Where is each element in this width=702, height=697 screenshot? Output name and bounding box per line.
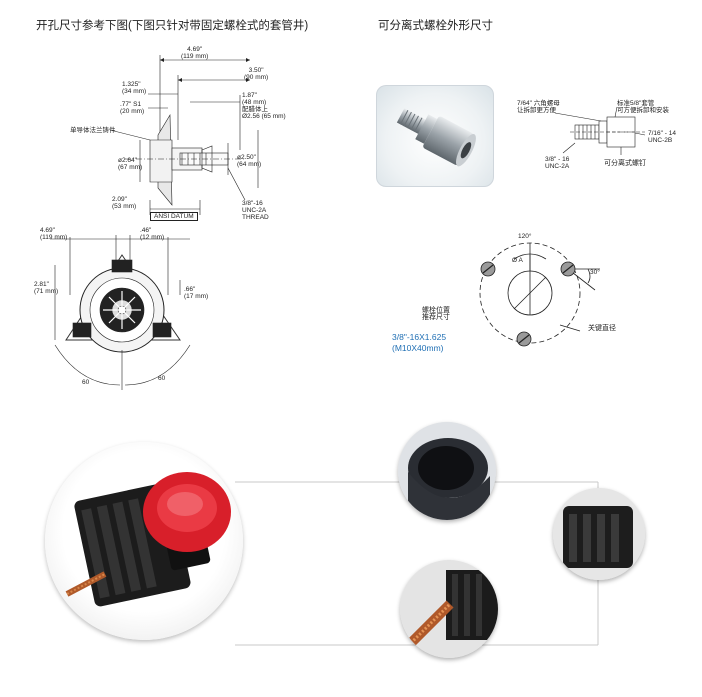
bolt-photo-card — [376, 85, 494, 187]
dim-2-09: 2.09"(53 mm) — [112, 196, 137, 210]
dim-2-64: ø2.64"(67 mm) — [118, 157, 143, 171]
dim-2-50: ø2.50"(64 mm) — [237, 154, 262, 168]
bolt-spec-label: 3/8"-16X1.625(M10X40mm) — [392, 332, 447, 353]
left-section-title: 开孔尺寸参考下图(下图只针对带固定螺栓式的套管井) — [36, 20, 309, 32]
main-product-photo — [45, 442, 243, 640]
angle-left: 60 — [82, 379, 90, 386]
separable-bolt-label: 可分离式螺钉 — [604, 160, 646, 167]
angle-120: 120° — [518, 233, 532, 240]
dim-4-69-side: 4.69"(119 mm) — [181, 46, 209, 60]
thread-callout: 3/8"-16 UNC-2A THREAD — [242, 200, 269, 221]
bolt-dimension-drawing — [554, 106, 646, 155]
angle-30: 30° — [590, 269, 600, 276]
bolt-photo — [396, 108, 476, 167]
angle-right: 60 — [158, 375, 166, 382]
stud-closeup-photo — [400, 560, 498, 658]
ansi-datum-label: ANSI DATUM — [150, 212, 198, 221]
dim-77: .77" S1(20 mm) — [120, 101, 145, 115]
bolt-position-label: 螺栓位置推荐尺寸 — [422, 307, 450, 321]
key-diameter-label: 关键直径 — [588, 325, 616, 332]
single-conductor-flange-label: 单导体法兰铸件 — [70, 127, 116, 134]
hex-nut-callout: 7/64" 六角螺母让拆卸更方便 — [517, 100, 560, 114]
dim-66: .66"(17 mm) — [184, 286, 209, 300]
right-section-title: 可分离式螺栓外形尺寸 — [378, 20, 493, 32]
housing-closeup-photo — [553, 488, 645, 580]
standard-bushing-callout: 标准5/8"套管可方便拆卸和安装 — [617, 100, 669, 114]
dim-3-50: 3.50"(90 mm) — [244, 67, 269, 81]
bolt-pattern-drawing — [479, 242, 600, 347]
dim-46: .46"(12 mm) — [140, 227, 165, 241]
cap-closeup-photo — [398, 422, 496, 520]
front-view-drawing — [50, 235, 191, 390]
diameter-a: Ø A — [512, 257, 523, 264]
dim-1-325: 1.325"(34 mm) — [122, 81, 147, 95]
dim-4-69-front: 4.69"(119 mm) — [40, 227, 68, 241]
side-view-drawing — [109, 55, 259, 215]
dim-1-87: 1.87" (48 mm) 配腊体上 Ø2.56 (65 mm) — [242, 92, 286, 120]
dim-2-81: 2.81"(71 mm) — [34, 281, 59, 295]
